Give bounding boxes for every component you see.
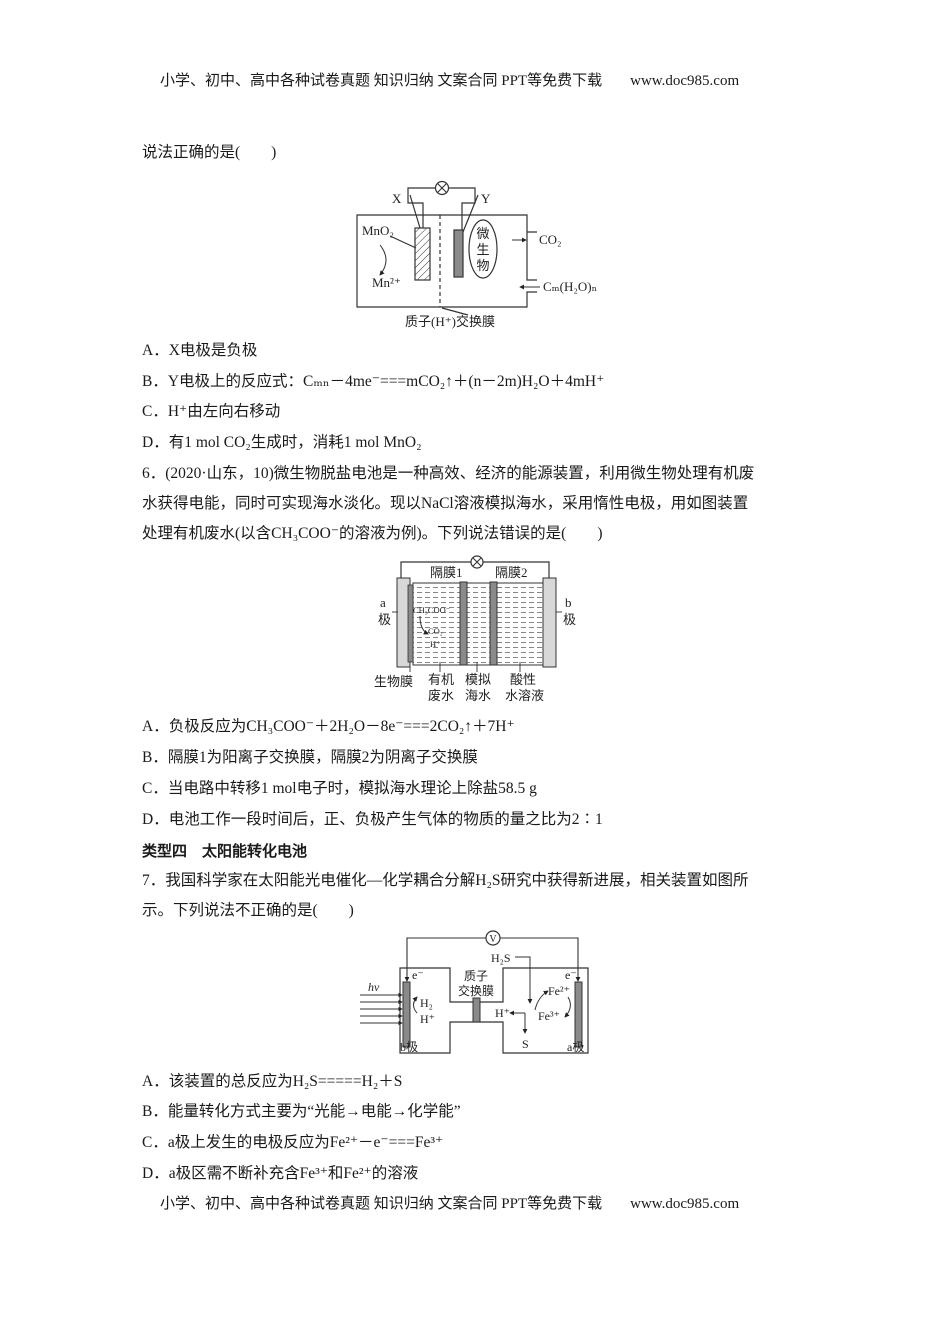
svg-text:质子: 质子 <box>464 969 488 983</box>
q6-stem-line: 水获得电能，同时可实现海水淡化。现以NaCl溶液模拟海水，采用惰性电极，用如图装… <box>142 495 749 512</box>
q7-option-b: B．能量转化方式主要为“光能→电能→化学能” <box>142 1103 461 1120</box>
bulb-icon <box>470 555 484 569</box>
svg-text:MnO₂: MnO₂ <box>362 223 394 238</box>
svg-text:生物膜: 生物膜 <box>374 674 413 689</box>
page-footer: 小学、初中、高中各种试卷真题 知识归纳 文案合同 PPT等免费下载 www.doc… <box>160 1192 739 1213</box>
q6-option-c: C．当电路中转移1 mol电子时，模拟海水理论上除盐58.5 g <box>142 780 537 797</box>
svg-text:b极: b极 <box>400 1040 418 1054</box>
container-wall <box>356 214 537 308</box>
voltmeter-icon: V <box>485 930 501 946</box>
section-heading: 类型四 太阳能转化电池 <box>142 842 308 860</box>
svg-text:Y: Y <box>481 191 491 206</box>
q7-option-d: D．a极区需不断补充含Fe³⁺和Fe²⁺的溶液 <box>142 1165 419 1182</box>
q6-stem-line: 6．(2020·山东，10)微生物脱盐电池是一种高效、经济的能源装置，利用微生物… <box>142 465 755 482</box>
svg-text:水溶液: 水溶液 <box>505 688 544 703</box>
svg-text:质子(H⁺)交换膜: 质子(H⁺)交换膜 <box>405 314 495 329</box>
q6-figure: 隔膜1 隔膜2 a 极 b 极 生物膜 有机 废水 模拟 海水 酸性 水溶液 C… <box>374 555 576 703</box>
svg-text:a: a <box>380 595 386 610</box>
svg-text:CO₂: CO₂ <box>428 626 443 636</box>
footer-url[interactable]: www.doc985.com <box>630 1196 740 1212</box>
svg-text:X: X <box>392 191 402 206</box>
q7-stem-line: 7．我国科学家在太阳能光电催化—化学耦合分解H₂S研究中获得新进展，相关装置如图… <box>142 872 749 889</box>
membrane-2 <box>489 581 498 666</box>
membrane-1 <box>459 581 468 666</box>
q5-option-a: A．X电极是负极 <box>142 342 258 359</box>
svg-text:模拟: 模拟 <box>465 672 491 687</box>
svg-text:CO₂: CO₂ <box>539 232 562 247</box>
svg-text:e⁻: e⁻ <box>565 968 577 982</box>
microbe-ellipse <box>468 219 498 279</box>
cell-outline <box>399 967 589 1054</box>
q7-figure: V hν e⁻ H₂ H⁺ b极 质子 交换膜 H₂S H⁺ S Fe²⁺ Fe… <box>360 930 589 1054</box>
q5-option-d: D．有1 mol CO₂生成时，消耗1 mol MnO₂ <box>142 434 422 451</box>
svg-text:H₂: H₂ <box>420 996 433 1010</box>
wire <box>400 561 550 578</box>
wire <box>406 937 579 980</box>
svg-text:隔膜1: 隔膜1 <box>430 565 463 580</box>
footer-text: 小学、初中、高中各种试卷真题 知识归纳 文案合同 PPT等免费下载 <box>160 1196 603 1212</box>
b-electrode <box>402 981 411 1048</box>
solution-region <box>412 582 544 666</box>
q5-option-b: B．Y电极上的反应式：Cₘₙ－4me⁻===mCO₂↑＋(n－2m)H₂O＋4m… <box>142 373 605 390</box>
q7-option-a: A．该装置的总反应为H₂S=====H₂＋S <box>142 1073 403 1090</box>
svg-text:V: V <box>489 934 497 945</box>
q6-option-b: B．隔膜1为阳离子交换膜，隔膜2为阴离子交换膜 <box>142 749 478 766</box>
svg-text:S: S <box>522 1037 529 1051</box>
svg-text:生: 生 <box>476 242 489 257</box>
x-electrode <box>414 227 431 281</box>
svg-text:hν: hν <box>368 980 380 994</box>
svg-text:Fe²⁺: Fe²⁺ <box>548 984 570 998</box>
q5-stem: 说法正确的是( ) <box>142 144 277 161</box>
svg-text:极: 极 <box>378 612 391 627</box>
svg-text:微: 微 <box>476 226 489 241</box>
y-electrode <box>453 229 464 278</box>
page-header: 小学、初中、高中各种试卷真题 知识归纳 文案合同 PPT等免费下载 www.doc… <box>160 69 739 90</box>
svg-text:H⁺: H⁺ <box>420 1012 435 1026</box>
svg-text:海水: 海水 <box>465 688 491 703</box>
svg-text:H⁺: H⁺ <box>430 639 441 649</box>
svg-text:a极: a极 <box>567 1040 584 1054</box>
header-text: 小学、初中、高中各种试卷真题 知识归纳 文案合同 PPT等免费下载 <box>160 73 603 89</box>
svg-text:隔膜2: 隔膜2 <box>495 565 528 580</box>
svg-text:Mn²⁺: Mn²⁺ <box>372 275 401 290</box>
membrane <box>472 997 481 1023</box>
svg-text:Fe³⁺: Fe³⁺ <box>538 1009 560 1023</box>
biofilm <box>407 584 414 663</box>
light-rays <box>360 992 403 1026</box>
header-url[interactable]: www.doc985.com <box>630 73 740 89</box>
svg-text:有机: 有机 <box>428 672 454 687</box>
svg-text:极: 极 <box>563 612 576 627</box>
svg-text:b: b <box>565 595 572 610</box>
svg-text:H₂S: H₂S <box>491 951 511 965</box>
q6-option-a: A．负极反应为CH₃COO⁻＋2H₂O－8e⁻===2CO₂↑＋7H⁺ <box>142 718 515 735</box>
q5-option-c: C．H⁺由左向右移动 <box>142 403 281 420</box>
svg-text:废水: 废水 <box>428 688 454 703</box>
svg-text:交换膜: 交换膜 <box>458 983 494 998</box>
q7-option-c: C．a极上发生的电极反应为Fe²⁺－e⁻===Fe³⁺ <box>142 1134 444 1151</box>
svg-text:Cₘ(H₂O)ₙ: Cₘ(H₂O)ₙ <box>543 279 597 294</box>
a-electrode <box>574 981 583 1048</box>
q6-option-d: D．电池工作一段时间后，正、负极产生气体的物质的量之比为2∶1 <box>142 811 603 828</box>
svg-text:酸性: 酸性 <box>510 672 536 687</box>
svg-text:物: 物 <box>476 258 489 273</box>
q5-figure: X Y MnO₂ Mn²⁺ 微 生 物 CO₂ Cₘ(H₂O)ₙ 质子(H⁺)交… <box>356 180 597 329</box>
q7-stem-line: 示。下列说法不正确的是( ) <box>142 902 354 919</box>
q6-stem-line: 处理有机废水(以含CH₃COO⁻的溶液为例)。下列说法错误的是( ) <box>142 525 603 542</box>
svg-text:e⁻: e⁻ <box>412 968 424 982</box>
svg-text:CH₃COO⁻: CH₃COO⁻ <box>413 605 450 615</box>
bulb-icon <box>434 180 450 196</box>
b-electrode <box>542 577 557 668</box>
svg-text:H⁺: H⁺ <box>495 1006 510 1020</box>
